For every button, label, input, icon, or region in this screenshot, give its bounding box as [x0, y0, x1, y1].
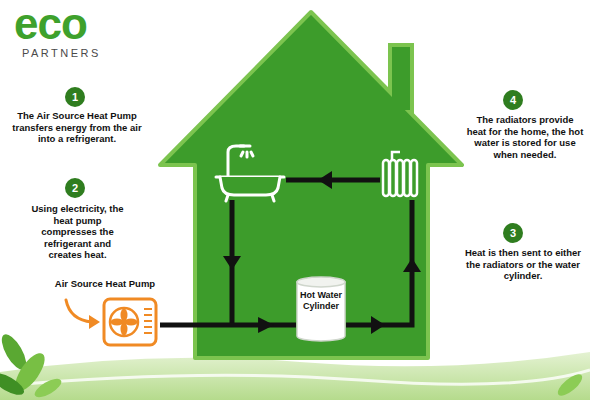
- bath-icon: [216, 146, 284, 201]
- callout-text: The radiators provide heat for the home,…: [466, 114, 584, 160]
- callout-number: 4: [503, 90, 523, 110]
- node-heading: Air Source Heat Pump: [50, 278, 160, 290]
- radiator-icon: [383, 152, 417, 196]
- callout-number: 2: [65, 178, 85, 198]
- pipe-loop: [232, 180, 412, 325]
- callout-number: 1: [65, 87, 85, 107]
- callout-text: Heat is then sent to either the radiator…: [463, 247, 583, 282]
- pipe-arrowheads: [223, 171, 421, 334]
- callout-text: Using electricity, the heat pump compres…: [30, 203, 125, 261]
- pointer-arrow: [66, 300, 100, 329]
- logo-text: eco: [14, 2, 87, 46]
- callout-text: The Air Source Heat Pump transfers energ…: [12, 110, 142, 145]
- node-label: Hot Water Cylinder: [296, 290, 346, 312]
- cylinder-node: Hot Water Cylinder: [296, 276, 346, 342]
- pipe-connector: [160, 323, 296, 328]
- ground-curve: [0, 370, 590, 386]
- house: [160, 12, 462, 358]
- logo-subtitle: PARTNERS: [22, 47, 101, 59]
- callout-number: 3: [503, 223, 523, 243]
- heat-pump-node: Air Source Heat Pump: [50, 276, 160, 348]
- heat-pump-unit: [104, 299, 156, 345]
